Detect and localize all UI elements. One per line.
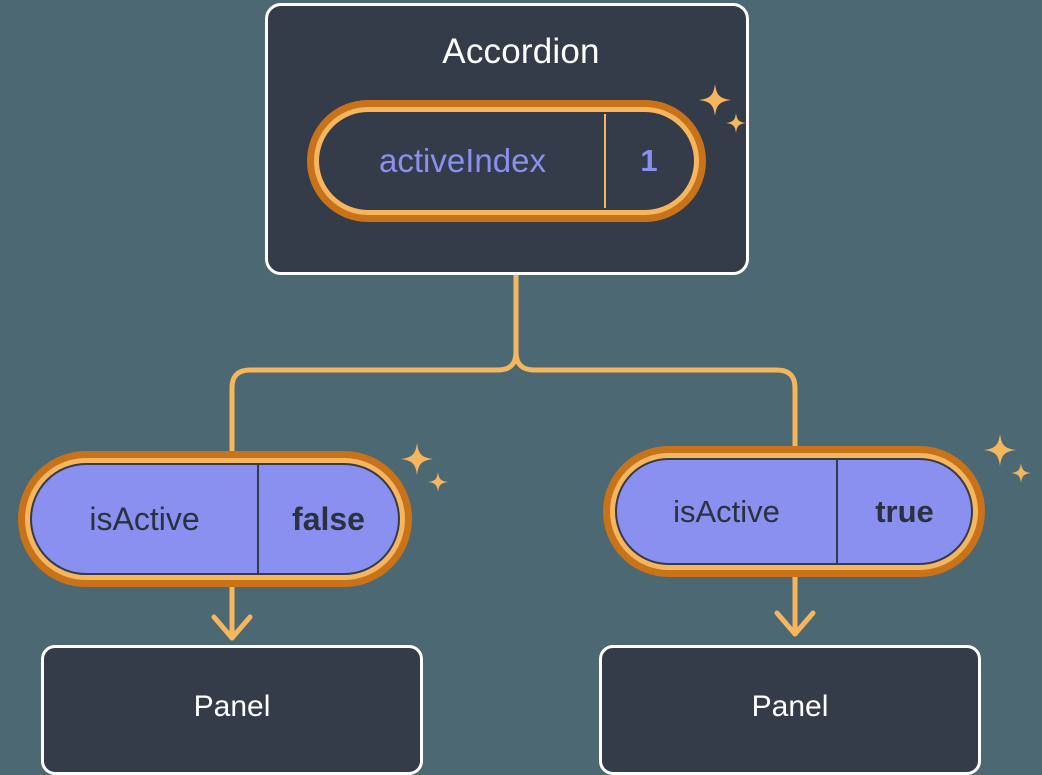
pill-divider (257, 465, 259, 573)
panel-title: Panel (193, 690, 271, 723)
sparkle-right-pill (984, 434, 1031, 483)
prop-pill-inner: isActive true (615, 458, 973, 565)
prop-pill-value: false (292, 500, 365, 537)
pill-divider (836, 460, 838, 563)
arrowhead-left-panel (211, 614, 253, 641)
accordion-title: Accordion (442, 32, 600, 71)
panel-component-box-left[interactable]: Panel (41, 645, 423, 775)
prop-pill-key: isActive (673, 493, 780, 529)
state-pill-key: activeIndex (379, 142, 546, 179)
state-pill-value: 1 (640, 143, 658, 178)
arrowhead-right-panel (774, 610, 816, 637)
panel-title: Panel (751, 690, 829, 723)
sparkle-icon-small (1011, 463, 1031, 483)
state-pill-inner: activeIndex 1 (319, 112, 694, 210)
prop-pill-value: true (875, 493, 934, 529)
panel-component-box-right[interactable]: Panel (599, 645, 981, 775)
state-pill-active-index[interactable]: activeIndex 1 (307, 100, 706, 222)
prop-pill-is-active-true[interactable]: isActive true (603, 446, 985, 577)
connector-root-split-right (513, 349, 798, 453)
sparkle-icon-small (428, 472, 448, 492)
pill-divider (604, 114, 606, 208)
connector-root-split (229, 272, 519, 458)
prop-pill-is-active-false[interactable]: isActive false (18, 451, 412, 587)
prop-pill-inner: isActive false (30, 463, 400, 575)
sparkle-icon (401, 443, 433, 475)
prop-pill-key: isActive (89, 500, 200, 537)
sparkle-icon (984, 434, 1016, 466)
